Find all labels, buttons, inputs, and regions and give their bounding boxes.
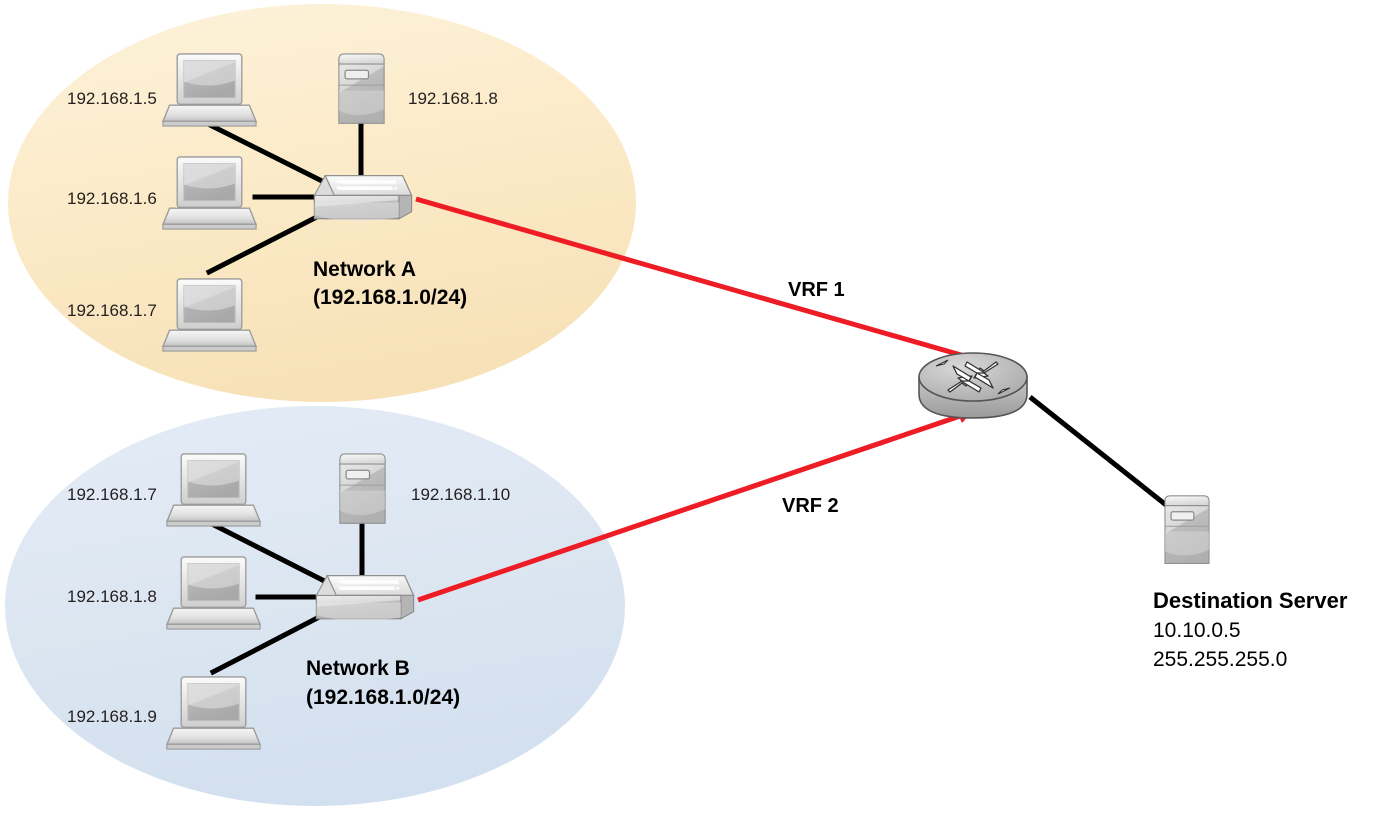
network-a-labels: 192.168.1.5 192.168.1.6 192.168.1.7 192.… [67, 89, 498, 320]
network-b-labels: 192.168.1.7 192.168.1.8 192.168.1.9 192.… [67, 485, 510, 726]
host-ip-label: 192.168.1.6 [67, 189, 157, 208]
zone-network-b-ellipse [5, 406, 625, 806]
host-ip-label: 192.168.1.8 [67, 587, 157, 606]
server-icon[interactable] [338, 53, 385, 125]
vrf-1-label: VRF 1 [788, 279, 845, 301]
zone-subnet: (192.168.1.0/24) [313, 286, 467, 309]
host-ip-label: 192.168.1.9 [67, 707, 157, 726]
laptop-icon[interactable] [166, 676, 261, 750]
host-ip-label: 192.168.1.7 [67, 301, 157, 320]
vrf-2-label: VRF 2 [782, 495, 839, 517]
zone-subnet: (192.168.1.0/24) [306, 686, 460, 709]
link-router-destination [1028, 395, 1192, 526]
switch-icon[interactable] [313, 174, 413, 222]
laptop-icon[interactable] [162, 53, 257, 127]
destination-server-icon[interactable] [1164, 495, 1210, 565]
switch-icon[interactable] [315, 574, 415, 622]
server-icon[interactable] [339, 453, 386, 525]
laptop-icon[interactable] [162, 278, 257, 352]
core-router-icon[interactable] [918, 352, 1028, 419]
destination-ip: 10.10.0.5 [1153, 619, 1241, 642]
server-ip-label: 192.168.1.10 [411, 485, 510, 504]
destination-title: Destination Server [1153, 588, 1348, 613]
destination-netmask: 255.255.255.0 [1153, 648, 1287, 671]
vrf-2-line [417, 409, 973, 603]
server-ip-label: 192.168.1.8 [408, 89, 498, 108]
host-ip-label: 192.168.1.5 [67, 89, 157, 108]
destination-server-labels: Destination Server 10.10.0.5 255.255.255… [1153, 588, 1348, 671]
laptop-icon[interactable] [166, 453, 261, 527]
zone-title: Network A [313, 258, 416, 281]
laptop-icon[interactable] [166, 556, 261, 630]
zone-title: Network B [306, 657, 410, 680]
laptop-icon[interactable] [162, 156, 257, 230]
vrf-1-line [415, 196, 976, 362]
host-ip-label: 192.168.1.7 [67, 485, 157, 504]
